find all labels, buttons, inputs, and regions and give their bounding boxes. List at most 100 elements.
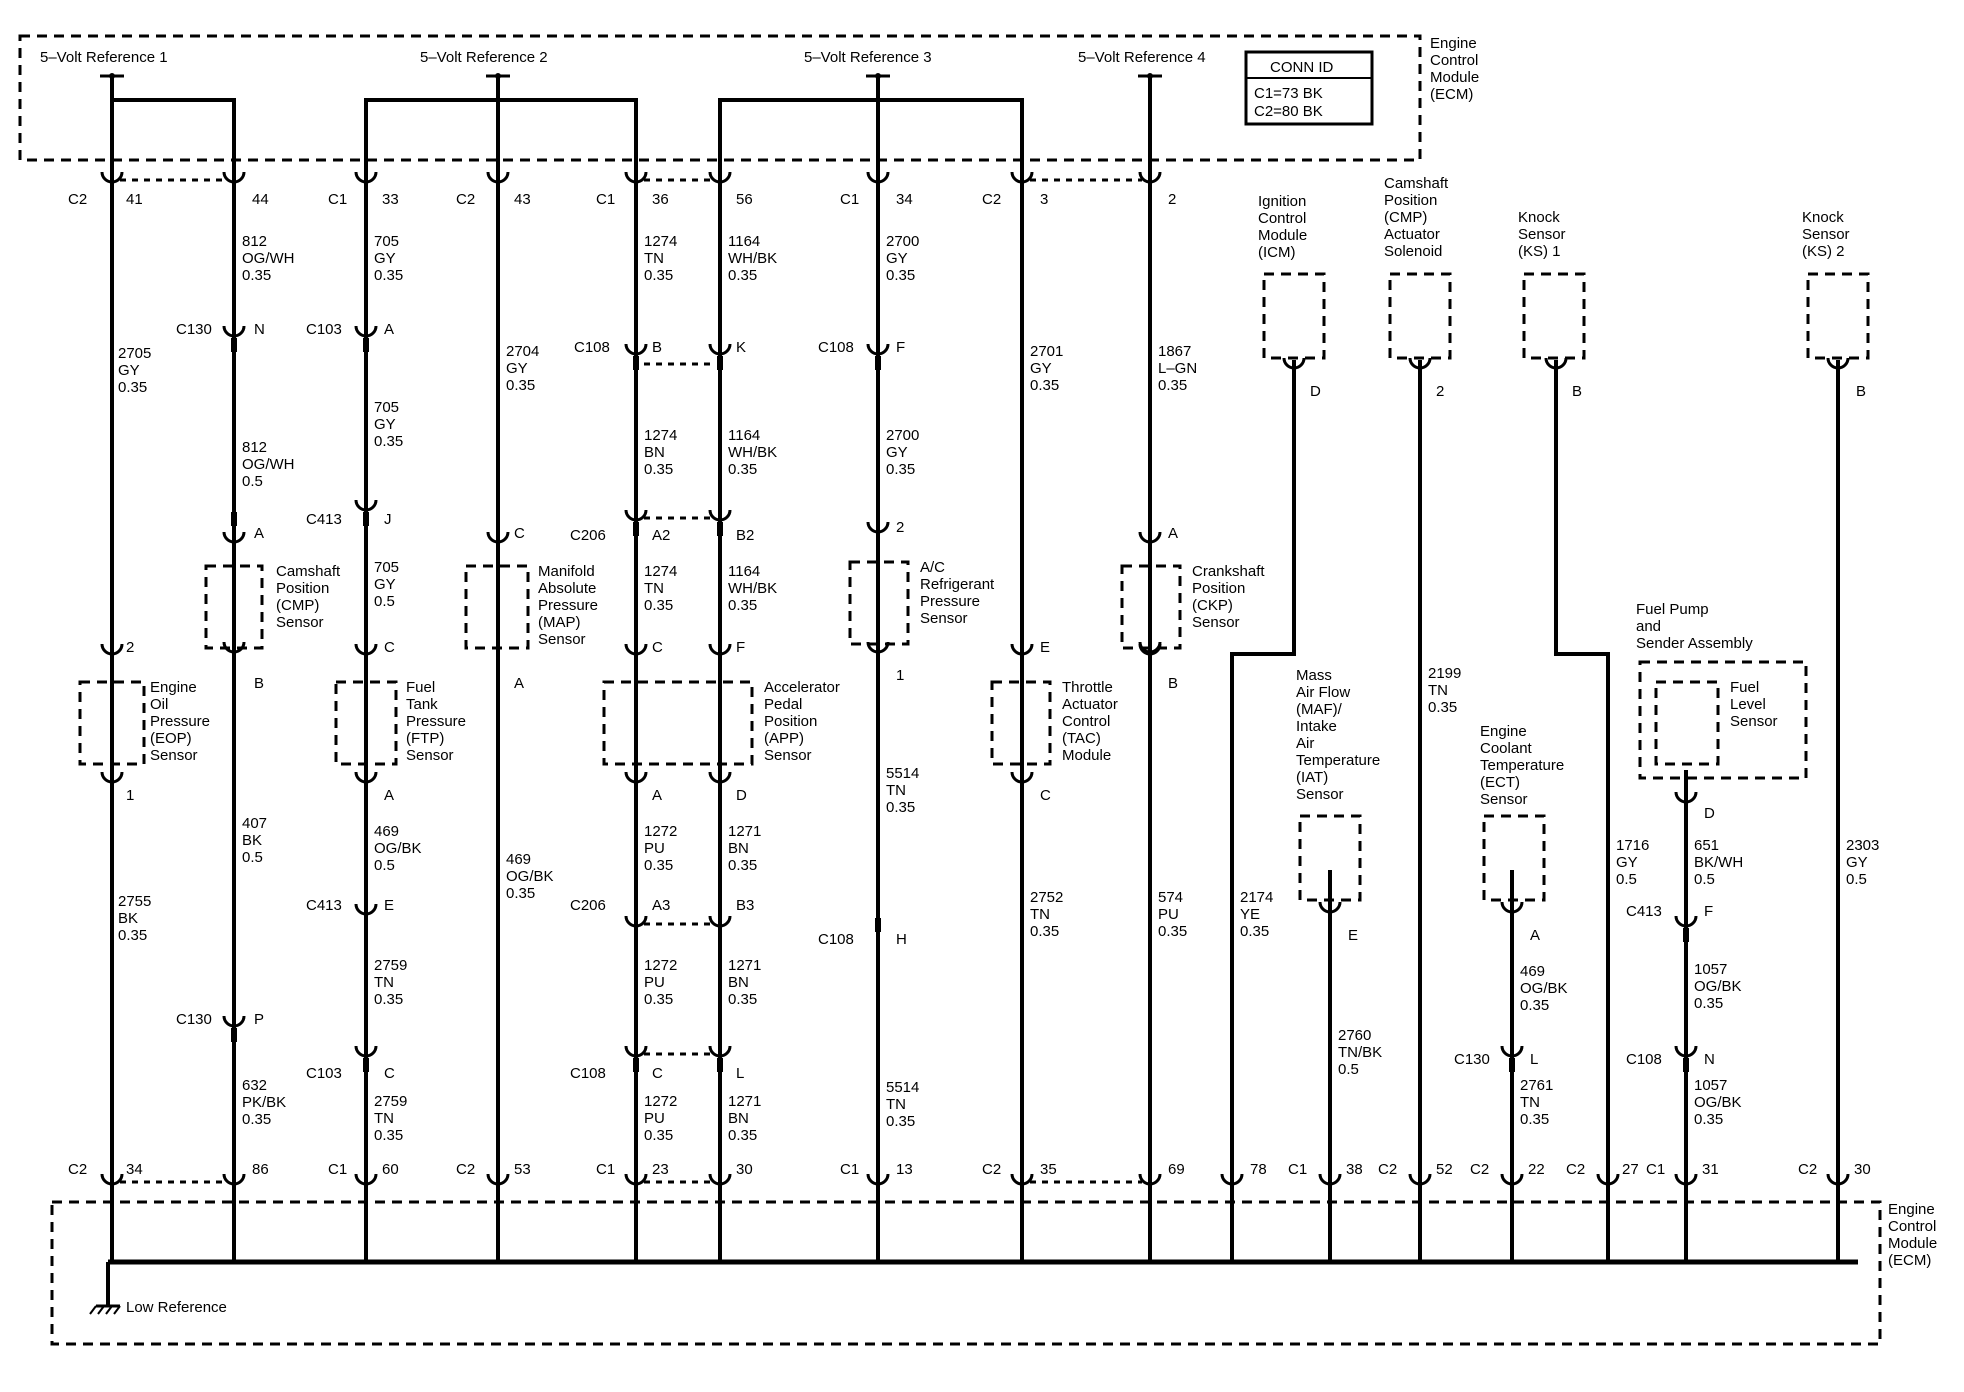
svg-text:0.35: 0.35 xyxy=(728,991,757,1008)
svg-text:0.35: 0.35 xyxy=(644,991,673,1008)
ecm-pin-conn: C1 xyxy=(596,1161,615,1178)
connector-cup xyxy=(866,521,890,534)
connector-cup xyxy=(100,171,124,184)
component-pin: 2 xyxy=(1436,383,1444,400)
svg-text:GY: GY xyxy=(1616,854,1638,871)
svg-text:BN: BN xyxy=(728,974,749,991)
ecm-pin-conn: C2 xyxy=(68,1161,87,1178)
connector-terminal xyxy=(231,338,237,352)
ecm-pin-number: 43 xyxy=(514,191,531,208)
ecm-label-line: Control xyxy=(1888,1218,1936,1235)
connector-cup xyxy=(1500,901,1524,914)
svg-text:GY: GY xyxy=(374,416,396,433)
svg-text:Fuel: Fuel xyxy=(1730,679,1759,696)
svg-text:TN: TN xyxy=(886,1096,906,1113)
inline-conn-id: C130 xyxy=(176,1011,212,1028)
inline-conn-pin: C xyxy=(384,1065,395,1082)
svg-text:Throttle: Throttle xyxy=(1062,679,1113,696)
ecm-pin-conn: C2 xyxy=(1798,1161,1817,1178)
inline-conn-pin: L xyxy=(736,1065,744,1082)
svg-text:TN: TN xyxy=(1428,682,1448,699)
svg-text:0.5: 0.5 xyxy=(374,857,395,874)
inline-conn-id: C206 xyxy=(570,897,606,914)
svg-text:Ignition: Ignition xyxy=(1258,193,1306,210)
connector-terminal xyxy=(633,522,639,536)
inline-conn-pin: N xyxy=(254,321,265,338)
ecm-pin-number: 53 xyxy=(514,1161,531,1178)
svg-text:WH/BK: WH/BK xyxy=(728,580,777,597)
svg-text:1272: 1272 xyxy=(644,1093,677,1110)
ecm-pin-number: 35 xyxy=(1040,1161,1057,1178)
svg-text:A/C: A/C xyxy=(920,559,945,576)
component-pin: B xyxy=(1168,675,1178,692)
ecm-bottom-outline xyxy=(50,1200,1882,1346)
svg-text:GY: GY xyxy=(886,250,908,267)
svg-text:Control: Control xyxy=(1062,713,1110,730)
inline-conn-id: C413 xyxy=(306,897,342,914)
svg-text:Actuator: Actuator xyxy=(1062,696,1118,713)
svg-text:Engine: Engine xyxy=(1480,723,1527,740)
connector-cup xyxy=(624,343,648,356)
svg-text:Tank: Tank xyxy=(406,696,438,713)
reference-stubs xyxy=(100,73,1162,79)
svg-text:1164: 1164 xyxy=(728,563,760,580)
svg-text:PU: PU xyxy=(644,1110,665,1127)
svg-text:(FTP): (FTP) xyxy=(406,730,444,747)
svg-text:0.35: 0.35 xyxy=(886,799,915,816)
ecm-label-line: (ECM) xyxy=(1430,86,1473,103)
connector-cup xyxy=(866,171,890,184)
svg-text:OG/BK: OG/BK xyxy=(1694,978,1742,995)
ecm-pin-number: 41 xyxy=(126,191,143,208)
svg-text:Pedal: Pedal xyxy=(764,696,802,713)
connector-cup xyxy=(624,1045,648,1058)
svg-text:WH/BK: WH/BK xyxy=(728,444,777,461)
svg-text:0.35: 0.35 xyxy=(506,377,535,394)
svg-text:GY: GY xyxy=(374,250,396,267)
inline-conn-id: C103 xyxy=(306,1065,342,1082)
svg-text:2303: 2303 xyxy=(1846,837,1879,854)
svg-text:TN: TN xyxy=(374,974,394,991)
ecm-pin-number: 30 xyxy=(1854,1161,1871,1178)
component-pin: B xyxy=(1572,383,1582,400)
svg-text:0.35: 0.35 xyxy=(644,857,673,874)
svg-text:WH/BK: WH/BK xyxy=(728,250,777,267)
svg-text:Sensor: Sensor xyxy=(1518,226,1566,243)
inline-conn-id: C108 xyxy=(574,339,610,356)
low-reference-bus: Low Reference xyxy=(89,1259,1858,1316)
reference-label: 5–Volt Reference 4 xyxy=(1078,49,1206,66)
reference-label: 5–Volt Reference 1 xyxy=(40,49,168,66)
inline-conn-id: C130 xyxy=(176,321,212,338)
svg-text:Temperature: Temperature xyxy=(1296,752,1380,769)
connector-terminal xyxy=(1509,1058,1515,1072)
svg-text:0.35: 0.35 xyxy=(374,1127,403,1144)
inline-conn-pin: L xyxy=(1530,1051,1538,1068)
svg-text:Pressure: Pressure xyxy=(538,597,598,614)
svg-text:TN: TN xyxy=(644,250,664,267)
ecm-pin-conn: C2 xyxy=(456,191,475,208)
svg-text:0.35: 0.35 xyxy=(242,1111,271,1128)
connector-terminal xyxy=(363,512,369,526)
svg-text:812: 812 xyxy=(242,233,267,250)
ecm-pin-conn: C2 xyxy=(456,1161,475,1178)
svg-text:0.35: 0.35 xyxy=(728,597,757,614)
svg-text:2705: 2705 xyxy=(118,345,151,362)
internal-branches xyxy=(110,76,1024,160)
ecm-pin-conn: C2 xyxy=(1470,1161,1489,1178)
svg-text:2759: 2759 xyxy=(374,957,407,974)
svg-text:Fuel: Fuel xyxy=(406,679,435,696)
connector-cup xyxy=(866,1173,890,1186)
ecm-pin-number: 31 xyxy=(1702,1161,1719,1178)
